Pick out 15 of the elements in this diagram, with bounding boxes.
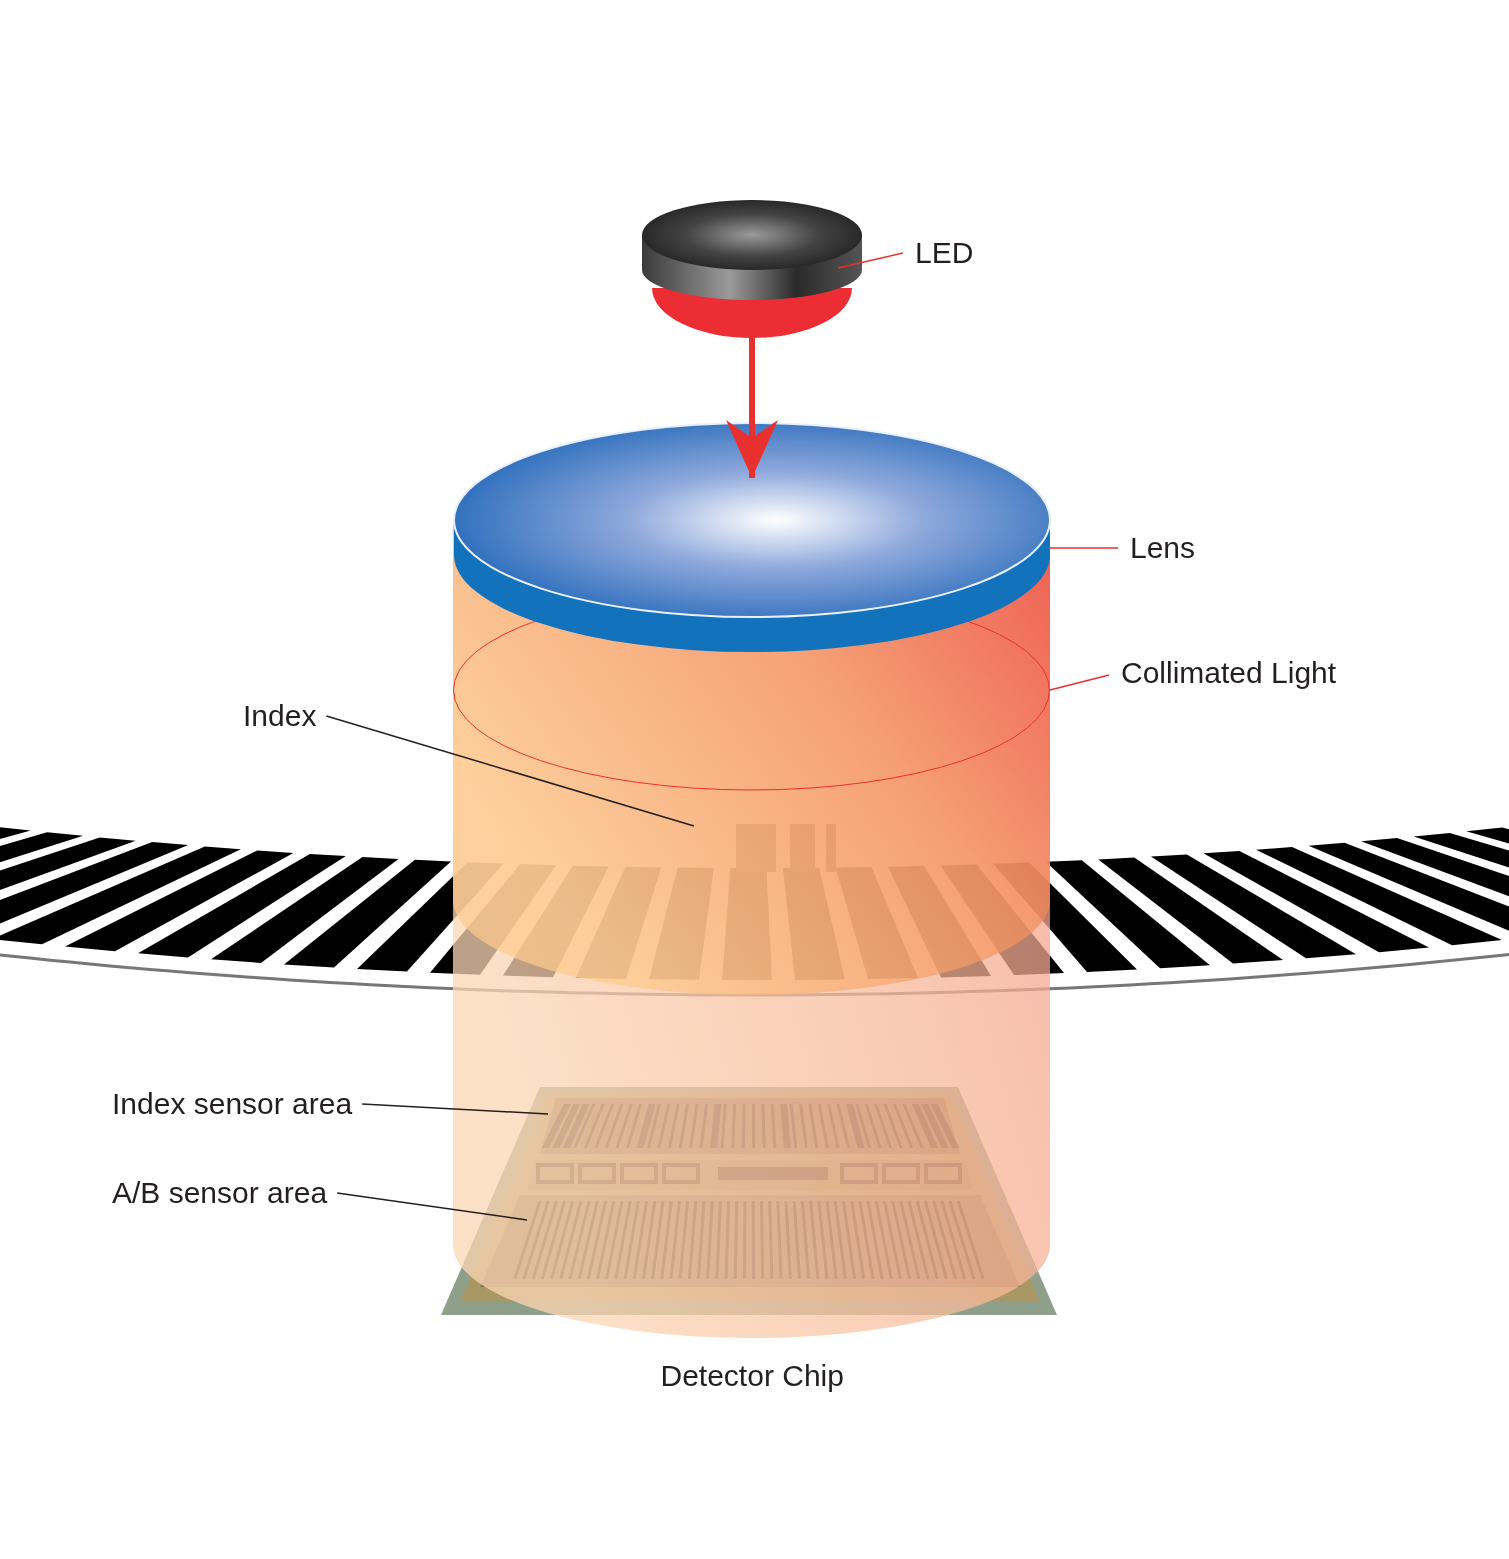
led-label: LED bbox=[915, 235, 974, 271]
chip-caption: Detector Chip bbox=[660, 1358, 844, 1394]
index-label: Index bbox=[243, 698, 317, 734]
index-sensor-area-label: Index sensor area bbox=[112, 1086, 353, 1122]
leader-line bbox=[837, 252, 904, 269]
leader-line bbox=[361, 1103, 549, 1115]
leader-line bbox=[336, 1192, 528, 1221]
collimated-light-label: Collimated Light bbox=[1121, 655, 1337, 691]
leader-line bbox=[1049, 547, 1119, 549]
led-drawing bbox=[640, 198, 864, 340]
leader-line bbox=[325, 715, 695, 827]
arrow bbox=[726, 338, 778, 478]
leader-line bbox=[1049, 674, 1110, 691]
ab-sensor-area-label: A/B sensor area bbox=[112, 1175, 328, 1211]
lens-label: Lens bbox=[1130, 530, 1196, 566]
